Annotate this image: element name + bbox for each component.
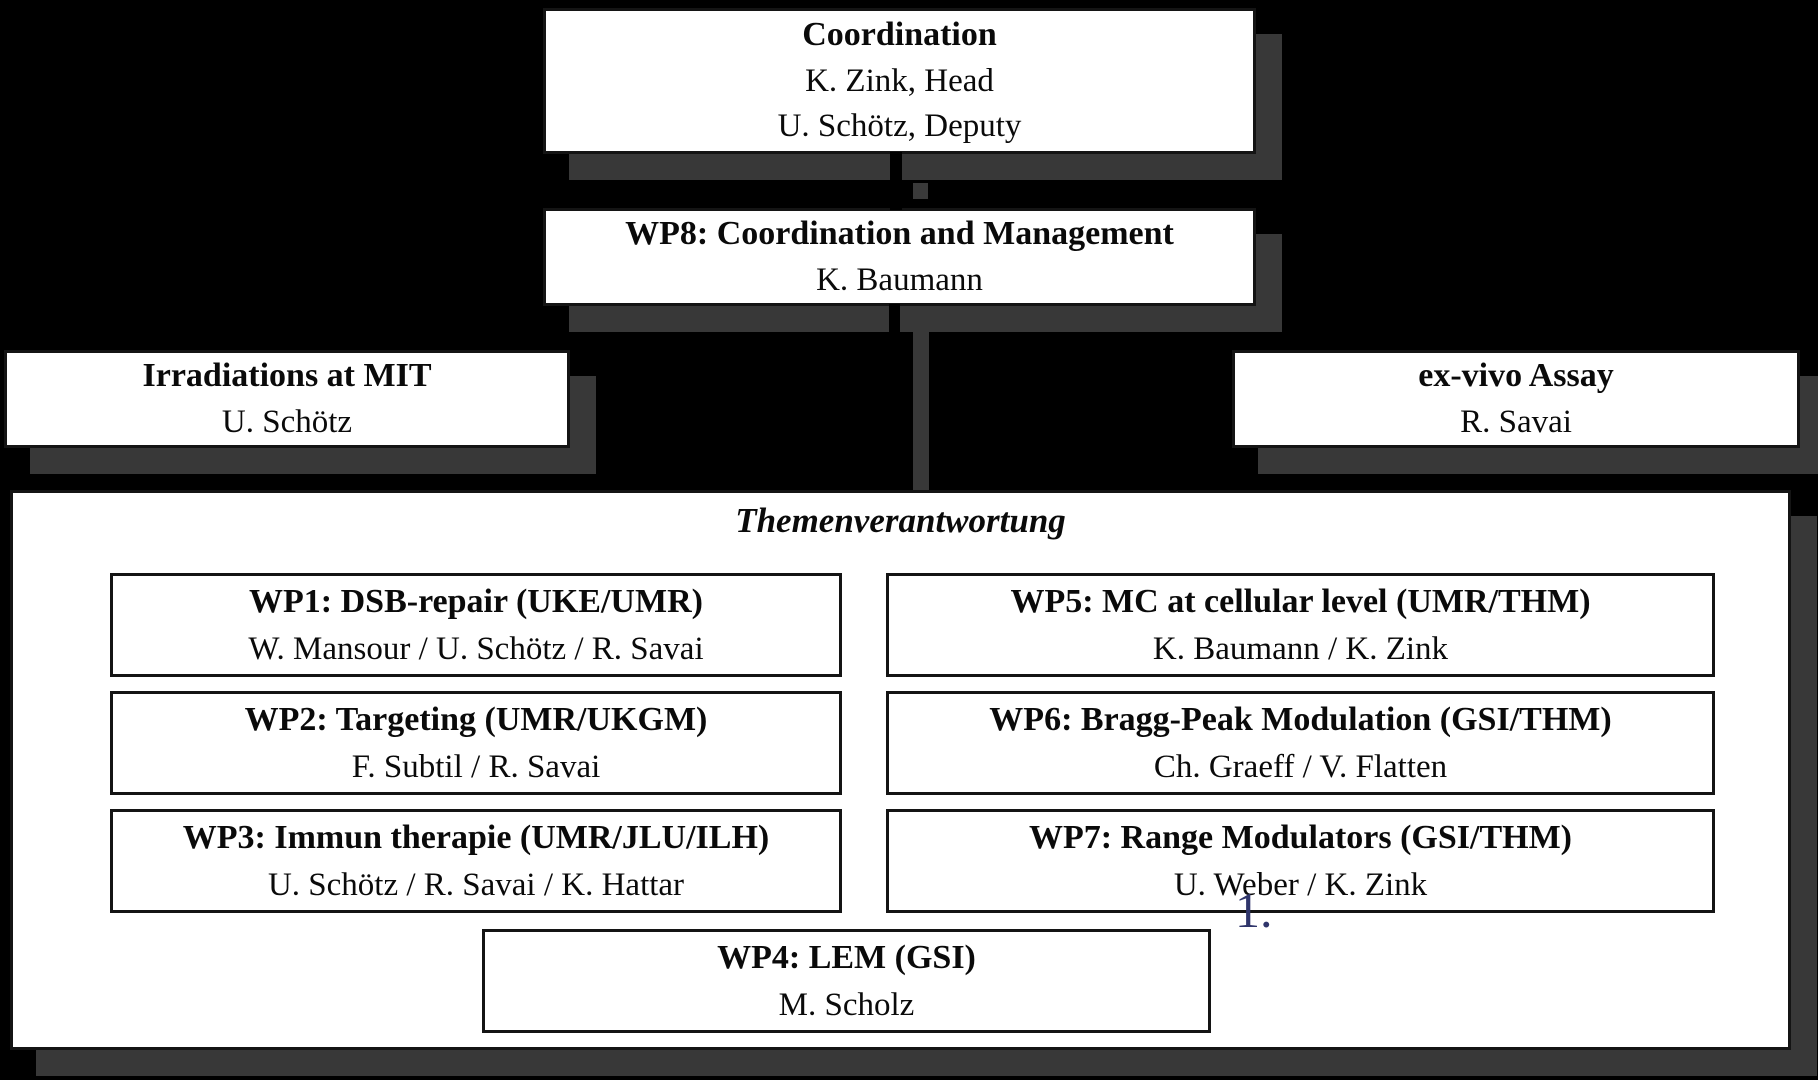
wp3-people: U. Schötz / R. Savai / K. Hattar bbox=[267, 866, 685, 903]
wp4-box: WP4: LEM (GSI) M. Scholz bbox=[482, 929, 1211, 1033]
wp7-box: WP7: Range Modulators (GSI/THM) U. Weber… bbox=[886, 809, 1715, 913]
connector-wp8-theme-shadow bbox=[913, 332, 929, 490]
wp6-box: WP6: Bragg-Peak Modulation (GSI/THM) Ch.… bbox=[886, 691, 1715, 795]
wp4-title: WP4: LEM (GSI) bbox=[717, 939, 976, 977]
exvivo-people: R. Savai bbox=[1460, 403, 1572, 440]
wp5-box: WP5: MC at cellular level (UMR/THM) K. B… bbox=[886, 573, 1715, 677]
wp4-people: M. Scholz bbox=[778, 986, 915, 1023]
connector-shadow-stub-icon bbox=[913, 183, 928, 199]
wp1-people: W. Mansour / U. Schötz / R. Savai bbox=[248, 630, 704, 667]
wp6-people: Ch. Graeff / V. Flatten bbox=[1153, 748, 1448, 785]
wp5-people: K. Baumann / K. Zink bbox=[1152, 630, 1449, 667]
coordination-box: Coordination K. Zink, Head U. Schötz, De… bbox=[543, 8, 1256, 154]
coordination-deputy: U. Schötz, Deputy bbox=[777, 108, 1022, 145]
themenverantwortung-title: Themenverantwortung bbox=[735, 501, 1066, 540]
connector-wp8-theme bbox=[889, 304, 900, 490]
wp2-people: F. Subtil / R. Savai bbox=[351, 748, 601, 785]
irradiations-box: Irradiations at MIT U. Schötz bbox=[4, 350, 570, 448]
wp8-box: WP8: Coordination and Management K. Baum… bbox=[543, 208, 1256, 306]
exvivo-title: ex-vivo Assay bbox=[1418, 356, 1614, 394]
wp8-people: K. Baumann bbox=[816, 261, 983, 298]
wp1-title: WP1: DSB-repair (UKE/UMR) bbox=[249, 583, 703, 621]
wp6-title: WP6: Bragg-Peak Modulation (GSI/THM) bbox=[989, 701, 1612, 739]
irradiations-title: Irradiations at MIT bbox=[142, 356, 432, 394]
wp5-title: WP5: MC at cellular level (UMR/THM) bbox=[1010, 583, 1591, 621]
wp3-box: WP3: Immun therapie (UMR/JLU/ILH) U. Sch… bbox=[110, 809, 842, 913]
coordination-title: Coordination bbox=[802, 16, 997, 54]
wp8-title: WP8: Coordination and Management bbox=[625, 214, 1174, 252]
wp3-title: WP3: Immun therapie (UMR/JLU/ILH) bbox=[182, 819, 770, 857]
connector-coordination-wp8 bbox=[890, 152, 902, 210]
wp2-box: WP2: Targeting (UMR/UKGM) F. Subtil / R.… bbox=[110, 691, 842, 795]
wp2-title: WP2: Targeting (UMR/UKGM) bbox=[244, 701, 708, 739]
themenverantwortung-container: Themenverantwortung WP1: DSB-repair (UKE… bbox=[10, 490, 1791, 1050]
list-marker-1: 1. bbox=[1235, 882, 1273, 938]
irradiations-people: U. Schötz bbox=[221, 403, 353, 440]
wp1-box: WP1: DSB-repair (UKE/UMR) W. Mansour / U… bbox=[110, 573, 842, 677]
coordination-head: K. Zink, Head bbox=[805, 62, 994, 99]
exvivo-box: ex-vivo Assay R. Savai bbox=[1232, 350, 1800, 448]
wp7-title: WP7: Range Modulators (GSI/THM) bbox=[1028, 819, 1573, 857]
wp7-people: U. Weber / K. Zink bbox=[1173, 866, 1428, 903]
